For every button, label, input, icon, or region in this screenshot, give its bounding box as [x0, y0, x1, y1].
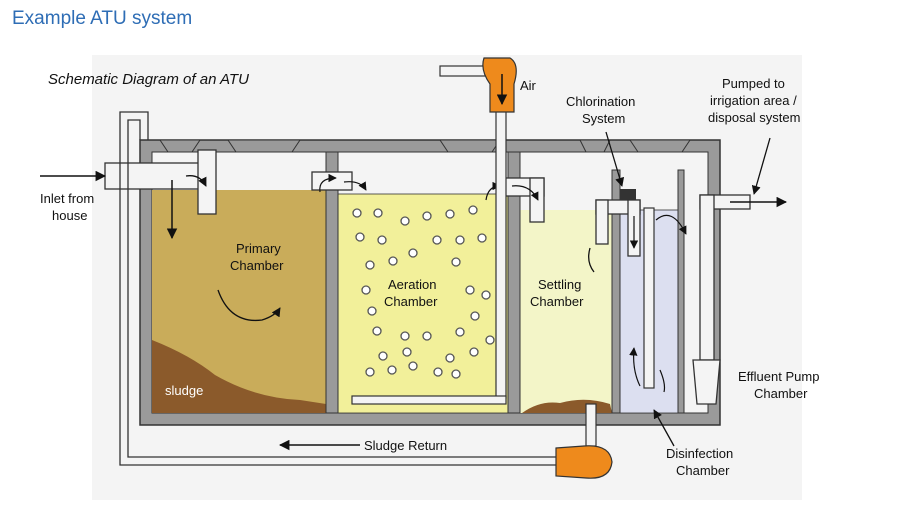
effluent-pump-icon [692, 359, 721, 405]
vent-pipe [119, 111, 149, 140]
primary-flow-arrow [217, 289, 281, 322]
chlorinator-tablets [620, 189, 636, 200]
wall-settling-disinfection [611, 169, 621, 414]
aeration-chamber-liquid [337, 193, 509, 414]
label-sludge-return: Sludge Return [364, 438, 447, 453]
access-lids [159, 139, 691, 153]
wall-aeration-settling [507, 151, 521, 414]
air-blower-icon [482, 57, 517, 113]
label-air: Air [520, 78, 537, 93]
air-pipe-vertical [495, 107, 507, 399]
label-sludge: sludge [165, 383, 203, 398]
sludge-return-pipe [119, 140, 560, 466]
sludge-return-pump-icon [555, 445, 613, 479]
diagram-title: Schematic Diagram of an ATU [48, 71, 249, 88]
effluent-riser-pipe [699, 194, 715, 361]
inlet-tee [197, 149, 217, 215]
transfer-pipe-1 [311, 171, 353, 191]
aeration-bubbles [352, 205, 495, 379]
air-diffuser-pipe [351, 395, 507, 405]
settling-flow-arrow [588, 247, 595, 273]
sludge-pump-riser [585, 403, 597, 447]
wall-primary-aeration [325, 151, 339, 414]
wall-disinfection-effluent [677, 169, 685, 414]
sludge-layer [152, 340, 326, 413]
page-title: Example ATU system [12, 8, 193, 29]
disinfection-baffle [643, 207, 655, 389]
inlet-pipe [104, 162, 216, 190]
